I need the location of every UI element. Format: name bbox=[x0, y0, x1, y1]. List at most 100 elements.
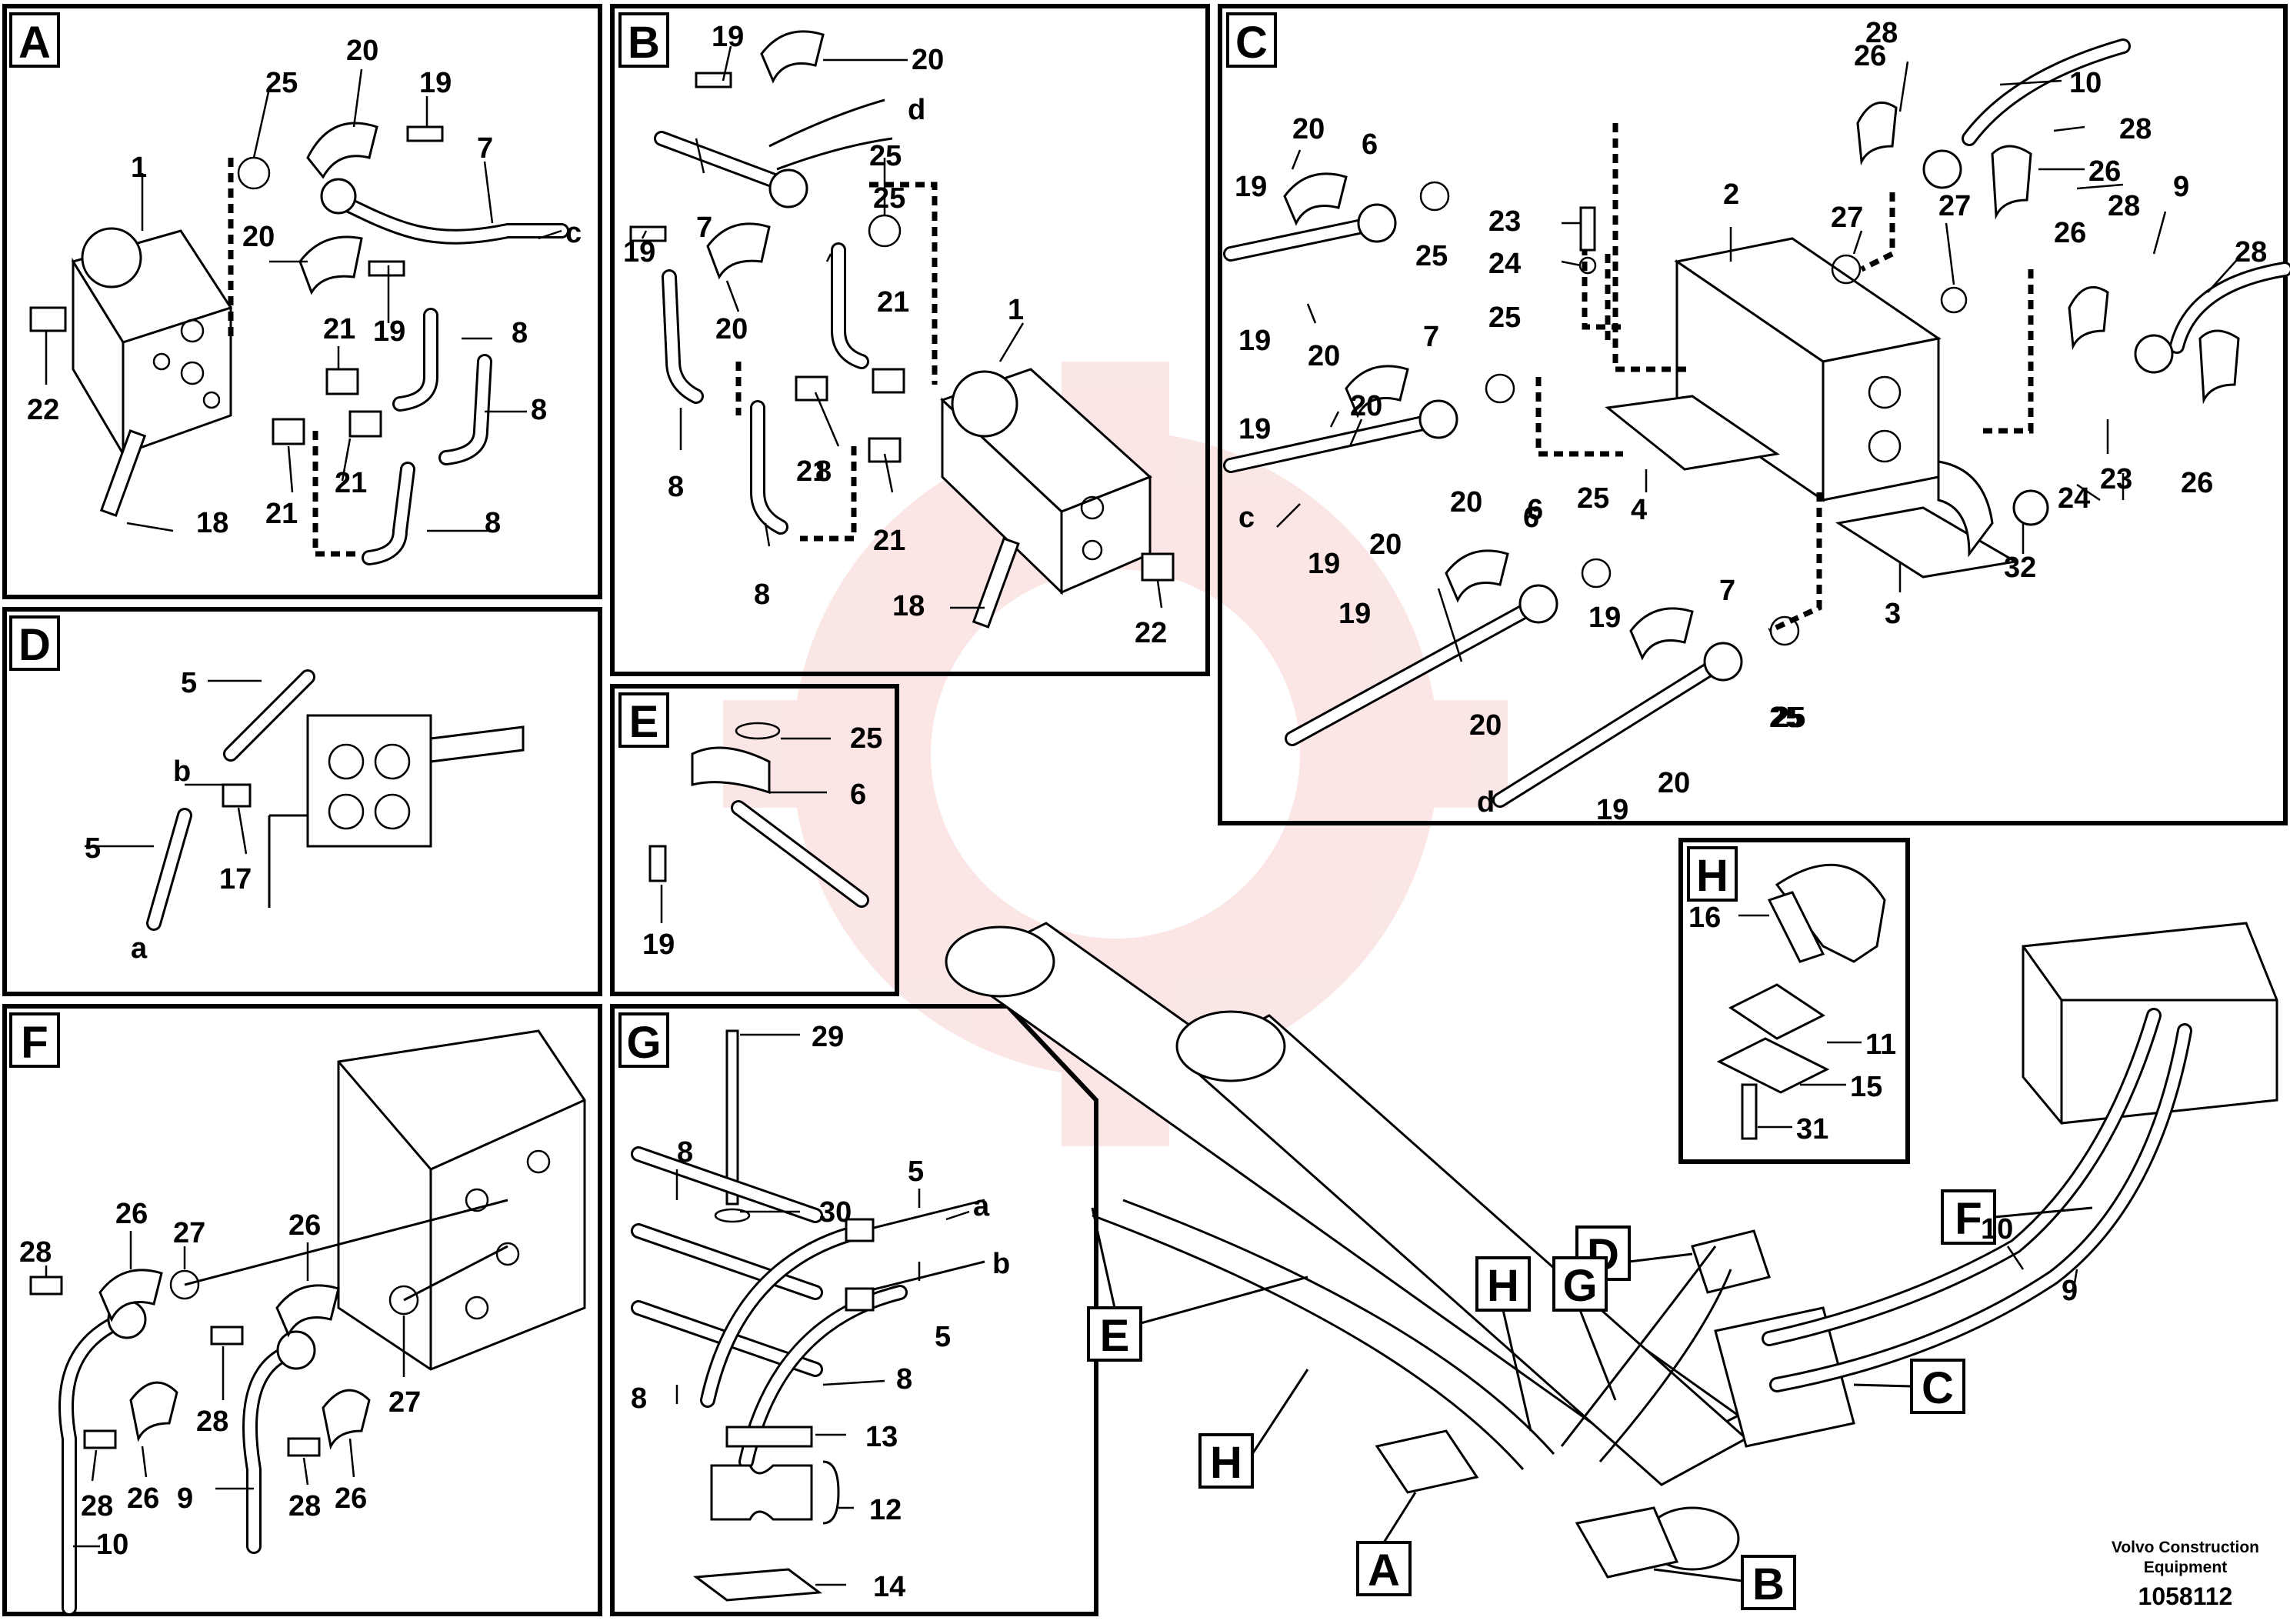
panel-g-label-12: 14 bbox=[873, 1571, 905, 1603]
panel-c-label-37: 19 bbox=[1588, 602, 1621, 634]
panel-a-label-2: 20 bbox=[346, 35, 378, 67]
panel-d-label-3: 5 bbox=[85, 832, 101, 865]
panel-d-label-2: b bbox=[173, 755, 191, 788]
panel-c-label-38: 20 bbox=[1658, 767, 1690, 799]
panel-g-label-5: a bbox=[973, 1190, 990, 1222]
panel-c-label-12: 27 bbox=[1831, 202, 1863, 234]
panel-f-label-5: 27 bbox=[388, 1386, 421, 1419]
panel-c-label-42: 24 bbox=[2058, 482, 2090, 515]
hose-label-9: 9 bbox=[2062, 1275, 2078, 1307]
panel-c-label-11: 2 bbox=[1723, 178, 1739, 211]
callout-c: C bbox=[1853, 1359, 1965, 1414]
panel-h-label-1: 16 bbox=[1688, 902, 1721, 934]
panel-f-label-11: 26 bbox=[335, 1482, 367, 1515]
panel-c-label-17: 28 bbox=[2235, 236, 2267, 268]
panel-c: C bbox=[1218, 4, 2290, 826]
panel-h-label-4: 31 bbox=[1796, 1113, 1828, 1145]
panel-c-label-7: 6 bbox=[1362, 128, 1378, 161]
panel-a-letter-box bbox=[9, 12, 60, 68]
panel-f-label-1: 26 bbox=[115, 1198, 148, 1230]
panel-a-label-9: 22 bbox=[27, 394, 59, 426]
panel-f-letter: F bbox=[21, 1018, 48, 1068]
panel-a-label-6: 20 bbox=[242, 221, 275, 253]
panel-c-label-21: 7 bbox=[1423, 321, 1439, 353]
callout-h-2: H bbox=[1198, 1369, 1309, 1489]
drawing-number: 1058112 bbox=[2138, 1582, 2233, 1610]
panel-b-label-16: 18 bbox=[892, 590, 925, 622]
panel-d-label-5: a bbox=[131, 932, 148, 965]
panel-h-frame bbox=[1678, 838, 1910, 1164]
panel-c-label-14: 26 bbox=[2054, 217, 2086, 249]
panel-c-label-3: 10 bbox=[2069, 67, 2102, 99]
panel-b-label-11: 1 bbox=[1008, 294, 1024, 326]
panel-a-label-10: 21 bbox=[323, 313, 355, 345]
panel-c-label-25: c bbox=[1238, 502, 1255, 534]
panel-b-label-1: 19 bbox=[712, 21, 744, 53]
panel-b-label-2: 20 bbox=[912, 44, 944, 76]
panel-c-label-36: 25 bbox=[1769, 702, 1802, 734]
hose-label-10: 10 bbox=[1981, 1213, 2013, 1246]
panel-b-label-8: 20 bbox=[715, 313, 748, 345]
panel-g-label-8: 8 bbox=[896, 1363, 912, 1396]
callout-b-label: B bbox=[1752, 1559, 1785, 1609]
panel-c-label-32: 6 bbox=[1527, 494, 1543, 526]
panel-g-label-10: 13 bbox=[865, 1421, 898, 1453]
panel-b-label-7: 19 bbox=[623, 236, 655, 268]
panel-c-label-13: 27 bbox=[1938, 190, 1971, 222]
panel-b-label-6: 25 bbox=[873, 182, 905, 215]
panel-c-label-33: 19 bbox=[1338, 598, 1371, 630]
maker-line-1: Volvo Construction bbox=[2111, 1539, 2259, 1556]
panel-b-label-10: 21 bbox=[877, 286, 909, 318]
panel-b-label-15: 8 bbox=[815, 455, 832, 488]
overview-assembly: F D H G H E C A B 10 9 bbox=[945, 922, 2278, 1610]
panel-d: D 5 b 5 17 a bbox=[2, 607, 602, 996]
panel-a-label-1: 25 bbox=[265, 67, 298, 99]
panel-c-label-34: 20 bbox=[1469, 709, 1502, 742]
drawing-footer: Volvo Construction Equipment 1058112 bbox=[2112, 1538, 2259, 1611]
panel-g-label-6: b bbox=[992, 1248, 1010, 1280]
panel-g-label-9: 8 bbox=[631, 1382, 647, 1415]
panel-e-frame bbox=[610, 684, 899, 996]
callout-g-label: G bbox=[1562, 1261, 1597, 1311]
panel-g-label-4: 5 bbox=[908, 1155, 924, 1188]
panel-c-label-18: 19 bbox=[1238, 325, 1271, 357]
panel-c-label-41: 25 bbox=[1773, 702, 1805, 734]
panel-f-label-8: 26 bbox=[127, 1482, 159, 1515]
panel-c-label-30: 6 bbox=[1523, 502, 1539, 534]
panel-b-label-12: 8 bbox=[754, 579, 770, 611]
panel-c-label-23: 19 bbox=[1238, 413, 1271, 445]
panel-g: G 29 8 30 5 a b 5 8 8 13 12 14 bbox=[610, 1004, 1098, 1616]
callout-g: G bbox=[1552, 1256, 1617, 1401]
panel-h-letter: H bbox=[1696, 851, 1728, 901]
callout-f: F bbox=[1941, 1189, 2093, 1245]
panel-a-letter: A bbox=[18, 18, 51, 68]
panel-a-frame bbox=[2, 4, 602, 599]
panel-b-label-17: 22 bbox=[1135, 617, 1167, 649]
panel-a-label-16: 8 bbox=[485, 507, 501, 539]
panel-c-label-5: 26 bbox=[2088, 155, 2121, 188]
panel-c-frame bbox=[1218, 4, 2288, 825]
panel-f-label-6: 28 bbox=[196, 1406, 228, 1438]
panel-a-label-14: 21 bbox=[265, 498, 298, 530]
panel-b-label-14: 21 bbox=[873, 525, 905, 557]
panel-b-label-5: 7 bbox=[696, 212, 712, 244]
panel-b-label-9: 8 bbox=[668, 471, 684, 503]
panel-b: B 19 20 d 25 7 25 19 20 bbox=[610, 4, 1210, 676]
panel-c-label-8: 19 bbox=[1235, 171, 1267, 203]
panel-c-label-45: 32 bbox=[2004, 552, 2036, 584]
panel-c-letter: C bbox=[1235, 18, 1268, 68]
panel-a-label-8: c bbox=[565, 217, 582, 249]
panel-c-label-1: 28 bbox=[1865, 17, 1898, 49]
panel-c-label-16: 28 bbox=[2108, 190, 2140, 222]
panel-h: H 16 11 15 31 bbox=[1678, 838, 1910, 1164]
panel-e-label-3: 19 bbox=[642, 929, 675, 961]
panel-f-frame bbox=[2, 1004, 602, 1616]
panel-d-frame bbox=[2, 607, 602, 996]
panel-c-label-15: 9 bbox=[2173, 171, 2189, 203]
callout-h-1-label: H bbox=[1487, 1261, 1519, 1311]
panel-a: A 25 20 19 bbox=[2, 4, 602, 599]
panel-a-label-7: 19 bbox=[373, 315, 405, 348]
panel-f-label-7: 28 bbox=[81, 1490, 113, 1522]
panel-c-label-31: 20 bbox=[1450, 486, 1482, 519]
